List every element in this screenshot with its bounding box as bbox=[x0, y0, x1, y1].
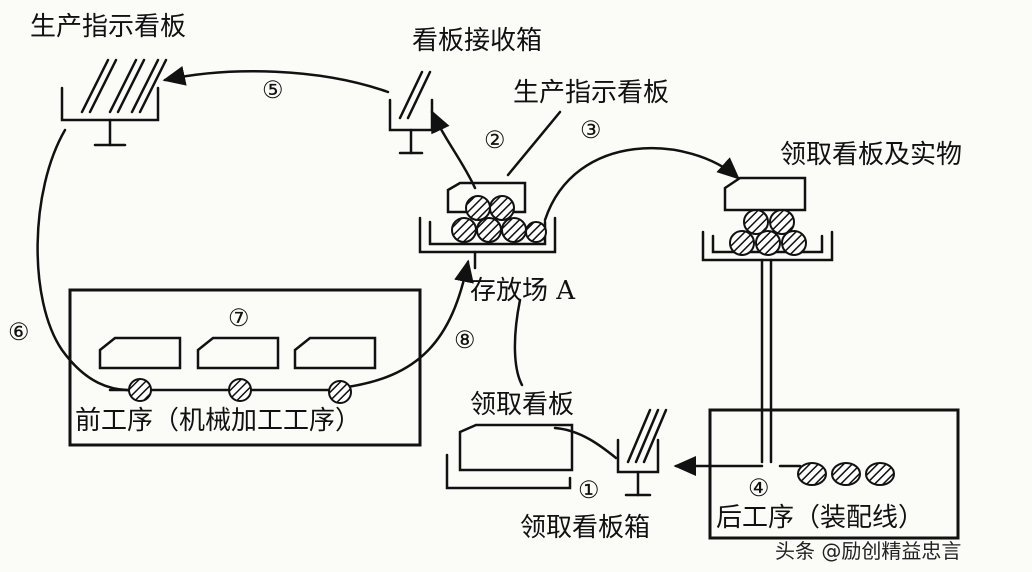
step-8: ⑧ bbox=[454, 326, 476, 354]
label-pickup-kanban: 领取看板 bbox=[470, 390, 575, 420]
label-storage-a: 存放场 A bbox=[470, 276, 576, 306]
step-6: ⑥ bbox=[8, 318, 30, 346]
label-kanban-receive-box: 看板接收箱 bbox=[412, 26, 543, 56]
kanban-receive-box bbox=[388, 70, 434, 155]
arrow-5 bbox=[162, 66, 390, 94]
goods-right-tray bbox=[729, 209, 807, 256]
step-7: ⑦ bbox=[228, 304, 250, 332]
label-rear-process: 后工序（装配线） bbox=[716, 503, 925, 533]
step-5: ⑤ bbox=[262, 76, 284, 104]
label-front-process: 前工序（机械加工工序） bbox=[75, 406, 362, 436]
arrow-kanban-to-box bbox=[553, 426, 618, 460]
pickup-kanban-box bbox=[616, 408, 668, 497]
pickup-tray-right bbox=[701, 176, 834, 464]
label-top-left-kanban: 生产指示看板 bbox=[30, 12, 187, 42]
arrow-to-pickup bbox=[513, 298, 524, 387]
arrow-6 bbox=[36, 128, 140, 392]
goods-front-process bbox=[128, 378, 352, 404]
step-2: ② bbox=[484, 126, 506, 154]
pickup-kanban-tray bbox=[445, 423, 574, 490]
goods-rear-process bbox=[797, 462, 895, 486]
front-process-box bbox=[68, 288, 422, 447]
step-1: ① bbox=[578, 476, 600, 504]
arrow-2 bbox=[430, 109, 477, 190]
goods-storage-a bbox=[451, 195, 547, 243]
label-middle-kanban: 生产指示看板 bbox=[513, 78, 670, 108]
watermark: 头条 @励创精益忠言 bbox=[775, 539, 962, 563]
arrow-8 bbox=[338, 259, 474, 390]
rear-process-box bbox=[708, 408, 960, 540]
step-4: ④ bbox=[748, 474, 770, 502]
arrow-3 bbox=[543, 146, 740, 222]
label-pickup-kanban-goods: 领取看板及实物 bbox=[780, 140, 963, 170]
label-pickup-kanban-box: 领取看板箱 bbox=[520, 513, 651, 543]
production-kanban-post-left bbox=[60, 58, 168, 147]
step-3: ③ bbox=[580, 116, 602, 144]
